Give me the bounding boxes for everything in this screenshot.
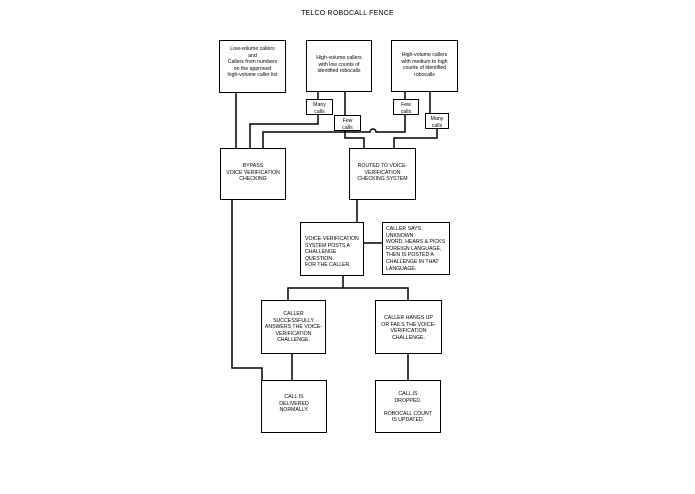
connector-bypass-to-delivered <box>231 200 263 380</box>
call-dropped-text: CALL IS DROPPED. ROBOCALL COUNT IS UPDAT… <box>384 391 432 424</box>
connector-few2-to-bypass <box>262 115 406 148</box>
many-calls-text-2: Many calls <box>430 116 444 129</box>
page-title: TELCO ROBOCALL FENCE <box>301 10 394 17</box>
few-calls-box-2: Few calls <box>393 99 419 115</box>
few-calls-text-1: Few calls <box>342 118 353 131</box>
bypass-verification-text: BYPASS VOICE VERIFICATION CHECKING <box>226 163 280 183</box>
caller-fails-text: CALLER HANGS UP OR FAILS THE VOICE- VERI… <box>381 315 436 341</box>
caller-success-box: CALLER SUCCESSFULLY ANSWERS THE VOICE- V… <box>261 300 326 354</box>
routed-to-verification-box: ROUTED TO VOICE- VERIFICATION CHECKING S… <box>349 148 416 200</box>
bypass-verification-box: BYPASS VOICE VERIFICATION CHECKING <box>220 148 286 200</box>
caller-success-text: CALLER SUCCESSFULLY ANSWERS THE VOICE- V… <box>264 311 323 344</box>
high-low-callers-text: High-volume callers with low counts of i… <box>316 55 362 75</box>
low-volume-callers-box: Low-volume callers and Callers from numb… <box>219 40 286 93</box>
high-medium-callers-box: High-volume callers with medium to high … <box>391 40 458 92</box>
few-calls-text-2: Few calls <box>400 102 412 115</box>
many-calls-box-1: Many calls <box>306 99 333 115</box>
many-calls-text-1: Many calls <box>313 102 326 115</box>
challenge-question-box: VOICE-VERIFICATION SYSTEM POSTS A CHALLE… <box>300 222 364 276</box>
call-delivered-text: CALL IS DELIVERED NORMALLY. <box>279 394 309 414</box>
challenge-question-text: VOICE-VERIFICATION SYSTEM POSTS A CHALLE… <box>305 236 359 269</box>
high-medium-callers-text: High-volume callers with medium to high … <box>401 52 448 78</box>
connector-many1-to-bypass <box>249 115 319 148</box>
connector-many2-to-routed <box>393 129 438 148</box>
call-delivered-box: CALL IS DELIVERED NORMALLY. <box>261 380 327 433</box>
call-dropped-box: CALL IS DROPPED. ROBOCALL COUNT IS UPDAT… <box>375 380 441 433</box>
few-calls-box-1: Few calls <box>334 115 361 131</box>
connector-challenge-split <box>287 276 409 300</box>
caller-fails-box: CALLER HANGS UP OR FAILS THE VOICE- VERI… <box>375 300 442 354</box>
unknown-word-language-text: CALLER SAYS UNKNOWN WORD, HEARS & PICKS … <box>386 226 446 272</box>
connector-few1-to-routed <box>344 130 365 148</box>
high-low-callers-box: High-volume callers with low counts of i… <box>306 40 372 92</box>
many-calls-box-2: Many calls <box>425 113 449 129</box>
low-volume-callers-text: Low-volume callers and Callers from numb… <box>227 46 278 79</box>
unknown-word-language-box: CALLER SAYS UNKNOWN WORD, HEARS & PICKS … <box>382 222 450 275</box>
routed-to-verification-text: ROUTED TO VOICE- VERIFICATION CHECKING S… <box>357 163 408 183</box>
